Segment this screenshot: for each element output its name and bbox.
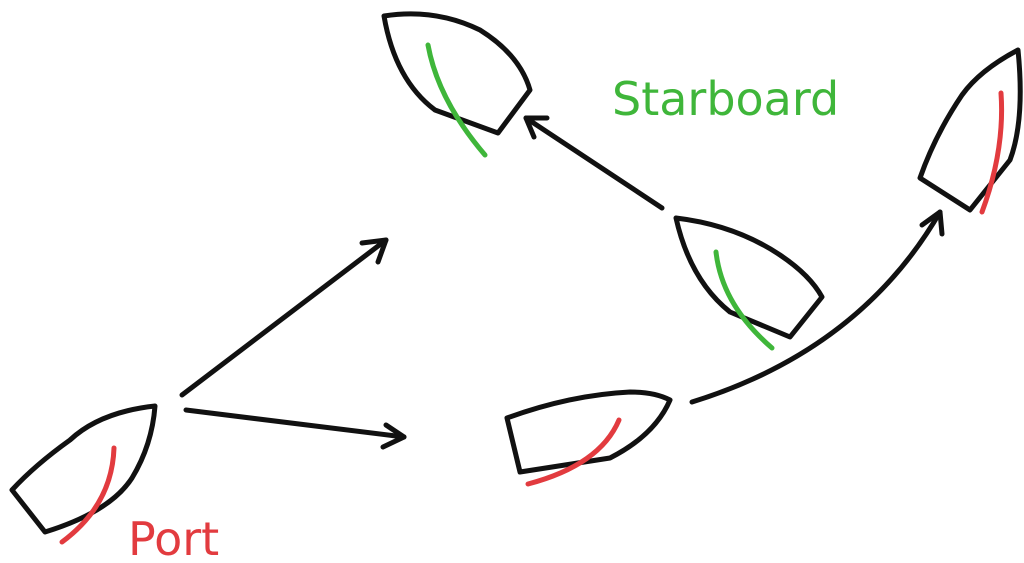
port-sail (525, 417, 622, 487)
arrow-left-lower (183, 407, 407, 450)
starboard-sail (713, 249, 775, 351)
starboard-label: Starboard (612, 72, 839, 126)
boat-top-right (917, 47, 1023, 215)
port-sail (979, 90, 1005, 215)
port-label: Port (128, 512, 219, 563)
boat-hull (673, 215, 825, 340)
arrow-left-upper (179, 237, 389, 398)
boat-hull (9, 403, 158, 535)
boat-top-center (381, 11, 533, 158)
boat-hull (917, 47, 1023, 213)
arrow-center-right-to-top (523, 115, 665, 211)
boat-bottom-left (9, 403, 158, 545)
boat-center-right (673, 215, 825, 351)
boat-bottom-middle (504, 389, 673, 487)
arrow-bottom-middle-to-right (689, 209, 945, 405)
port-sail (59, 445, 117, 545)
boat-hull (504, 389, 673, 475)
starboard-sail (425, 42, 488, 158)
boat-hull (381, 11, 533, 136)
